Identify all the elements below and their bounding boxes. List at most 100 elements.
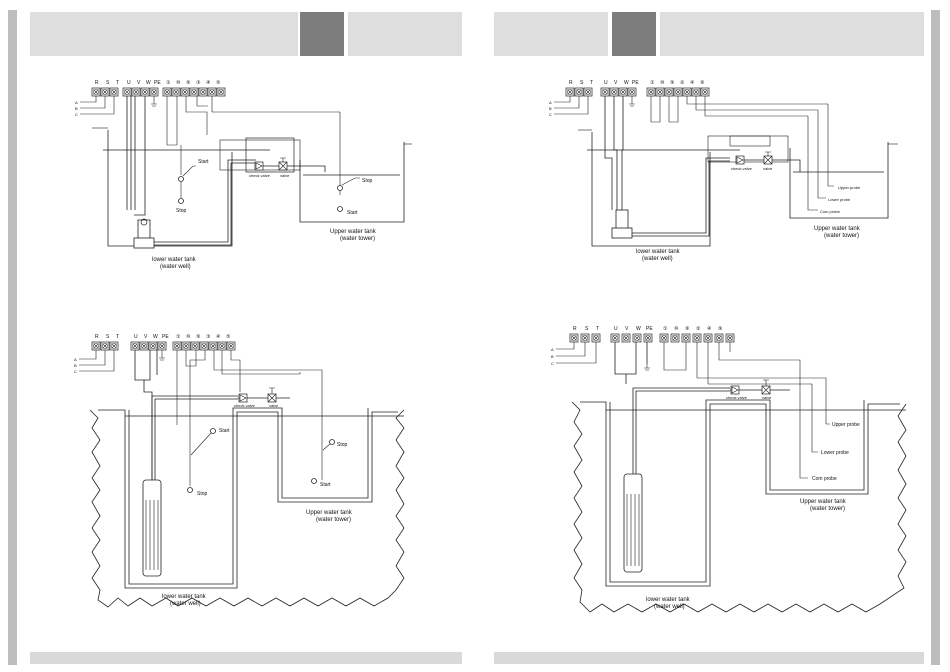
check-valve-icon	[238, 393, 248, 403]
gate-valve-icon	[763, 155, 773, 165]
terminal-label-s: S	[580, 80, 584, 86]
terminal-label-u: U	[614, 326, 618, 332]
terminal-label-10: ⑩	[660, 80, 665, 86]
check-valve-label: check valve	[731, 166, 753, 171]
terminal-label-3: ③	[196, 80, 201, 86]
lower-tank-label: lower water tank	[646, 597, 691, 603]
terminal-label-t: T	[596, 326, 599, 332]
terminal-label-9b: ⑨	[718, 326, 723, 332]
terminal-label-w: W	[636, 326, 641, 332]
terminal-label-9b: ⑨	[700, 80, 705, 86]
terminal-label-9: ⑨	[685, 326, 690, 332]
check-valve-icon	[730, 385, 740, 395]
com-probe-label: Com probe	[820, 209, 841, 214]
phase-label-b: B	[551, 354, 554, 359]
upper-tank-label: Upper water tank	[800, 499, 847, 505]
terminal-label-10: ⑩	[176, 80, 181, 86]
phase-label-a: A	[75, 100, 78, 105]
terminal-label-1: ①	[176, 334, 181, 340]
terminal-label-3: ③	[206, 334, 211, 340]
terminal-block	[569, 333, 735, 343]
terminal-label-w: W	[153, 334, 158, 340]
submersible-pump-icon	[623, 473, 643, 573]
start-label-upper: Start	[347, 210, 358, 216]
terminal-label-4: ④	[216, 334, 221, 340]
terminal-label-r: R	[95, 80, 99, 86]
upper-tank-label: Upper water tank	[306, 510, 353, 516]
float-switch-icon	[178, 176, 184, 182]
right-header-bar	[660, 12, 924, 56]
terminal-label-u: U	[134, 334, 138, 340]
start-label-lower: Start	[219, 428, 230, 434]
lower-tank-label: lower water tank	[162, 594, 207, 600]
terminal-label-s: S	[106, 80, 110, 86]
lower-tank-sublabel: (water well)	[160, 264, 191, 270]
upper-tank-label: Upper water tank	[814, 226, 861, 232]
terminal-label-v: V	[625, 326, 629, 332]
terminal-label-s: S	[106, 334, 110, 340]
terminal-block	[91, 87, 226, 97]
check-valve-icon	[254, 161, 264, 171]
terminal-label-w: W	[146, 80, 151, 86]
terminal-label-t: T	[116, 334, 119, 340]
terminal-label-5: ⑤	[226, 334, 231, 340]
submersible-pump-icon	[142, 479, 162, 577]
lower-tank-sublabel: (water well)	[654, 604, 685, 610]
check-valve-label: check valve	[249, 173, 271, 178]
stop-label-upper: Stop	[362, 178, 373, 184]
terminal-label-4: ④	[690, 80, 695, 86]
check-valve-icon	[735, 155, 745, 165]
terminal-label-2: ②	[680, 80, 685, 86]
phase-label-c: C	[551, 361, 554, 366]
left-header-tail	[348, 12, 462, 56]
left-header-bar	[30, 12, 298, 56]
lower-tank-label: lower water tank	[636, 249, 681, 255]
terminal-label-pe: PE	[632, 80, 639, 86]
terminal-label-2: ②	[696, 326, 701, 332]
float-switch-icon	[210, 428, 216, 434]
upper-probe-label: Upper probe	[832, 422, 860, 428]
phase-label-b: B	[75, 106, 78, 111]
valve-label: valve	[269, 403, 279, 408]
diagram-tank-probe: R S T U V W PE ① ⑩ ⑨ ② ④ ⑨ A B C	[549, 80, 898, 262]
right-page-edge	[931, 10, 940, 665]
valve-label: valve	[763, 166, 773, 171]
lower-probe-label: Lower probe	[821, 450, 849, 456]
pump-icon	[133, 218, 155, 249]
terminal-label-10: ⑩	[674, 326, 679, 332]
terminal-label-v: V	[137, 80, 141, 86]
phase-label-b: B	[74, 363, 77, 368]
upper-tank-label: Upper water tank	[330, 229, 377, 235]
terminal-block	[565, 87, 710, 97]
upper-tank-sublabel: (water tower)	[810, 506, 845, 512]
terminal-label-4: ④	[206, 80, 211, 86]
right-footer-bar	[494, 652, 924, 664]
left-footer-bar	[30, 652, 462, 664]
terminal-label-1: ①	[166, 80, 171, 86]
check-valve-label: check valve	[726, 395, 748, 400]
valve-label: valve	[762, 395, 772, 400]
terminal-label-pe: PE	[162, 334, 169, 340]
terminal-label-10: ⑩	[186, 334, 191, 340]
terminal-label-u: U	[604, 80, 608, 86]
diagram-well-float-switch: R S T U V W PE ① ⑩ ⑨ ③ ④ ⑤ A B C	[74, 334, 405, 608]
upper-tank-sublabel: (water tower)	[340, 236, 375, 242]
terminal-label-u: U	[127, 80, 131, 86]
upper-tank-sublabel: (water tower)	[824, 233, 859, 239]
check-valve-label: check valve	[234, 403, 256, 408]
phase-label-c: C	[74, 369, 77, 374]
terminal-label-pe: PE	[646, 326, 653, 332]
upper-probe-label: Upper probe	[838, 185, 861, 190]
terminal-label-1: ①	[650, 80, 655, 86]
terminal-label-t: T	[116, 80, 119, 86]
com-probe-label: Com probe	[812, 476, 837, 482]
terminal-label-r: R	[569, 80, 573, 86]
phase-label-c: C	[75, 112, 78, 117]
terminal-label-1: ①	[663, 326, 668, 332]
phase-label-a: A	[74, 357, 77, 362]
diagram-well-probe: R S T U V W PE ① ⑩ ⑨ ② ④ ⑨ A B C	[551, 326, 907, 613]
phase-label-a: A	[551, 347, 554, 352]
terminal-label-v: V	[614, 80, 618, 86]
stop-label-lower: Stop	[197, 491, 208, 497]
